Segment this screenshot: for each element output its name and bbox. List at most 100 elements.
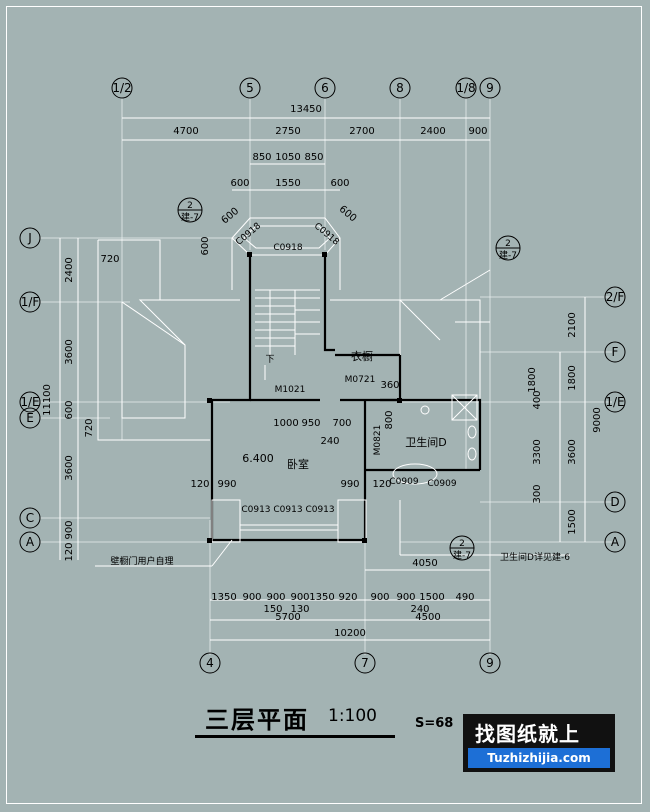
label-bay-right: C0918 (312, 221, 341, 248)
dim-bay-1: 1050 (275, 152, 300, 163)
dim-top-3: 2400 (420, 126, 445, 137)
dim-right-2: 3600 (567, 439, 578, 464)
dim-right-inner-1: 3300 (532, 439, 543, 464)
dim-bottom-sub-7: 900 (396, 592, 415, 603)
dim-bottom-sub-3: 900 (290, 592, 309, 603)
axis-bottom-2-label: 9 (486, 656, 494, 670)
axis-left-5: A (19, 531, 41, 553)
dim-bottom-sub-8: 1500 (419, 592, 444, 603)
area-label: S=68 (415, 716, 454, 731)
axis-left-1: 1/F (19, 291, 41, 313)
axis-left-0-label: J (27, 231, 32, 245)
axis-left-0: J (19, 227, 41, 249)
detail-symbol-2-bottom: 建-7 (499, 249, 517, 261)
axis-bottom-2: 9 (479, 652, 501, 674)
leaders (95, 500, 570, 567)
dim-bay-diag-1: 600 (337, 204, 359, 225)
dim-right-inner-0: 400 (532, 390, 543, 409)
axis-left-4-circle (19, 507, 41, 529)
dim-left-2: 600 (64, 400, 75, 419)
axis-top-5-label: 9 (486, 81, 494, 95)
label-m0721: M0721 (345, 375, 376, 385)
detail-symbol-1-bottom: 建-7 (181, 211, 199, 223)
axis-top-0: 1/2 (111, 77, 133, 99)
dim-bottom-small-1: 130 (290, 604, 309, 615)
axis-left-1-circle (19, 291, 41, 313)
axis-right-3-circle (604, 491, 626, 513)
axis-left-3-circle (19, 407, 41, 429)
dim-top-total: 13450 (290, 104, 322, 115)
dim-bottom-4050: 4050 (412, 558, 437, 569)
axis-right-1-circle (604, 341, 626, 363)
dim-left-total: 11100 (42, 384, 53, 416)
watermark-text: 找图纸就上 (475, 722, 580, 746)
dim-top-1: 2750 (275, 126, 300, 137)
watermark-url[interactable]: Tuzhizhijia.com (468, 748, 610, 768)
axis-top-3-label: 8 (396, 81, 404, 95)
axis-top-1-circle (239, 77, 261, 99)
dim-bottom-sub-6: 900 (370, 592, 389, 603)
axis-top-1-label: 5 (246, 81, 254, 95)
dim-bay-diag-0: 600 (220, 206, 242, 227)
axis-bottom-1-label: 7 (361, 656, 369, 670)
columns (207, 252, 402, 543)
dim-inner-8: 120 (190, 479, 209, 490)
axis-left-1-label: 1/F (21, 295, 40, 309)
axis-right-2-circle (604, 391, 626, 413)
axis-top-3: 8 (389, 77, 411, 99)
dim-top-0: 4700 (173, 126, 198, 137)
dim-bottom-sub-9: 490 (455, 592, 474, 603)
axis-left-2-label: 1/E (20, 395, 39, 409)
bath-fixtures (392, 394, 478, 485)
drawing-scale: 1:100 (328, 706, 377, 726)
dim-left-5: 120 (64, 542, 75, 561)
axis-bottom-1: 7 (354, 652, 376, 674)
detail-symbol-3-top: 2 (459, 539, 465, 549)
bottom-windows (211, 499, 367, 543)
detail-symbol-2-top: 2 (505, 239, 511, 249)
axis-bottom-0: 4 (199, 652, 221, 674)
dim-bay2-0: 600 (230, 178, 249, 189)
axis-left-4: C (19, 507, 41, 529)
label-c0913: C0913 C0913 C0913 (241, 505, 334, 515)
roof-outline (97, 239, 491, 441)
axis-left-3-label: E (26, 411, 34, 425)
axis-right-2: 1/E (604, 391, 626, 413)
axis-bottom-2-circle (479, 652, 501, 674)
dim-left-3: 3600 (64, 455, 75, 480)
axis-right-0-circle (604, 286, 626, 308)
detail-symbol-1: 2建-7 (177, 197, 203, 223)
dim-inner-1: 950 (301, 418, 320, 429)
axis-left-3: E (19, 407, 41, 429)
axis-bottom-0-circle (199, 652, 221, 674)
title-underline (195, 735, 395, 738)
dim-bottom-total: 10200 (334, 628, 366, 639)
axis-top-2-circle (314, 77, 336, 99)
dim-bay2-1: 1550 (275, 178, 300, 189)
axis-top-1: 5 (239, 77, 261, 99)
dimension-lines (59, 117, 586, 641)
axis-right-1-label: F (612, 345, 619, 359)
axis-right-4-label: A (611, 535, 620, 549)
label-bedroom: 卧室 (287, 457, 309, 471)
axis-right-0: 2/F (604, 286, 626, 308)
axis-top-2: 6 (314, 77, 336, 99)
label-level: 6.400 (242, 452, 274, 465)
drawing-title: 三层平面 (205, 706, 309, 734)
dim-inner-7: 990 (340, 479, 359, 490)
label-bay-window: C0918 (273, 243, 302, 253)
label-c0909b: C0909 (427, 479, 456, 489)
dim-inner-4: 360 (380, 380, 399, 391)
dim-bottom-sub-2: 900 (266, 592, 285, 603)
dim-left-inner-0: 600 (200, 236, 211, 255)
dim-bay-2: 850 (304, 152, 323, 163)
dim-bay-0: 850 (252, 152, 271, 163)
dim-bottom-sub-0: 1350 (211, 592, 236, 603)
axis-left-0-circle (19, 227, 41, 249)
axis-right-3-label: D (610, 495, 619, 509)
dim-bottom-sub-1: 900 (242, 592, 261, 603)
axis-left-5-label: A (26, 535, 35, 549)
dim-left-inner-2: 720 (84, 418, 95, 437)
